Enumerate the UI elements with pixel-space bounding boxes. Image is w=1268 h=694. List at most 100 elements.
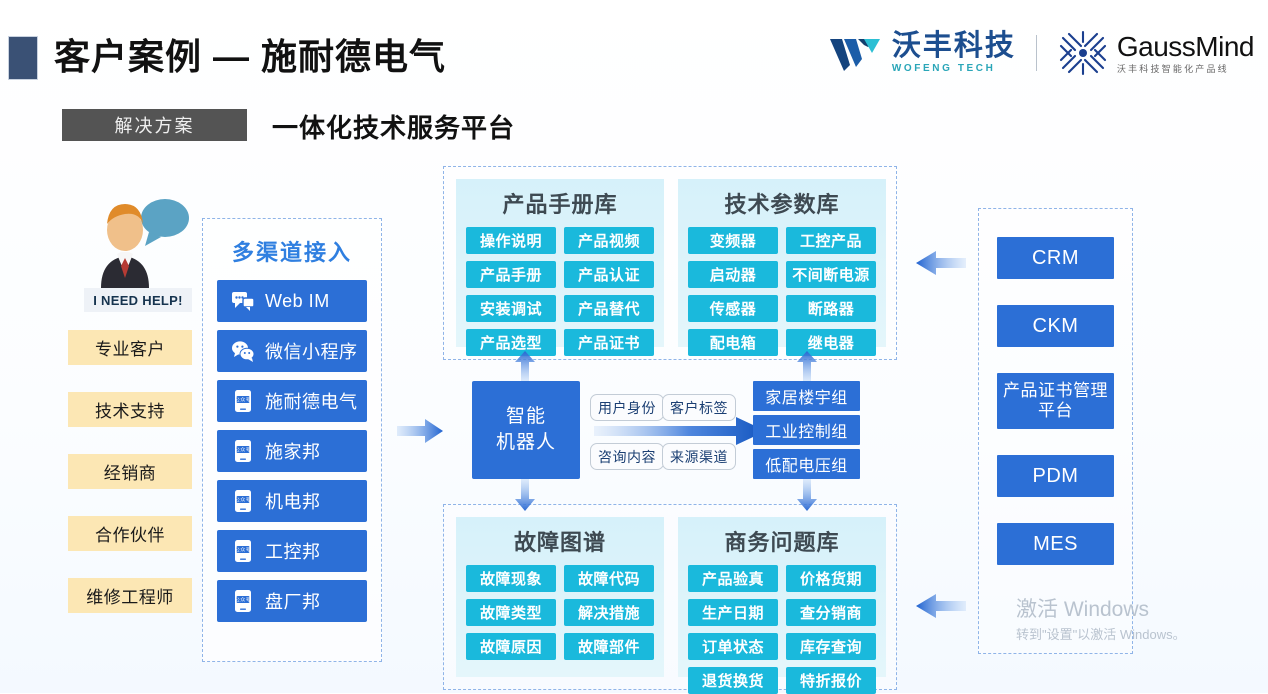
knowledge-chip[interactable]: 故障代码 (564, 565, 654, 592)
knowledge-chip[interactable]: 产品替代 (564, 295, 654, 322)
knowledge-zone-bottom: 故障图谱 故障现象 故障代码 故障类型 解决措施 故障原因 故障部件 商务问题库… (443, 504, 897, 694)
knowledge-chip[interactable]: 启动器 (688, 261, 778, 288)
arrow-systems-to-bottom-knowledge (916, 594, 966, 618)
svg-text:公众号: 公众号 (235, 498, 252, 504)
title-marker (8, 36, 38, 80)
backend-systems-panel: CRM CKM 产品证书管理平台 PDM MES (978, 208, 1133, 654)
wofeng-logo-cn: 沃丰科技 (891, 30, 1016, 62)
gaussmind-logo-cn: 沃丰科技智能化产品线 (1116, 63, 1229, 74)
channel-item-gongkongbang[interactable]: 公众号 工控邦 (217, 530, 367, 572)
channel-item-label: 施家邦 (265, 442, 321, 462)
knowledge-card-title: 商务问题库 (724, 530, 840, 555)
persona-item[interactable]: 经销商 (68, 454, 192, 489)
channel-item-schneider[interactable]: 公众号 施耐德电气 (217, 380, 367, 422)
solution-title: 一体化技术服务平台 (272, 113, 516, 143)
system-item-cert-platform[interactable]: 产品证书管理平台 (997, 373, 1114, 429)
agent-group-item[interactable]: 工业控制组 (753, 415, 860, 445)
channel-panel-title: 多渠道接入 (231, 240, 352, 265)
knowledge-chip[interactable]: 故障类型 (466, 599, 556, 626)
persona-item[interactable]: 维修工程师 (68, 578, 192, 613)
help-person-icon (101, 199, 189, 288)
channel-item-jidianbang[interactable]: 公众号 机电邦 (217, 480, 367, 522)
context-tag[interactable]: 用户身份 (590, 394, 664, 421)
robot-label-line1: 智能 (505, 406, 546, 428)
knowledge-chip[interactable]: 断路器 (786, 295, 876, 322)
wofeng-w-mark (829, 39, 880, 71)
persona-item[interactable]: 专业客户 (68, 330, 192, 365)
channel-item-panchangbang[interactable]: 公众号 盘厂邦 (217, 580, 367, 622)
gaussmind-logo: GaussMind 沃丰科技智能化产品线 (1057, 28, 1255, 78)
system-item-ckm[interactable]: CKM (997, 305, 1114, 347)
knowledge-chip[interactable]: 继电器 (786, 329, 876, 356)
logo-area: 沃丰科技 WOFENG TECH GaussMind 沃丰 (828, 28, 1255, 78)
need-help-caption: I NEED HELP! (84, 288, 192, 312)
agent-group-item[interactable]: 家居楼宇组 (753, 381, 860, 411)
context-tag[interactable]: 客户标签 (662, 394, 736, 421)
gaussmind-brain-icon (1059, 30, 1106, 76)
knowledge-chip[interactable]: 产品证书 (564, 329, 654, 356)
system-item-mes[interactable]: MES (997, 523, 1114, 565)
system-item-crm[interactable]: CRM (997, 237, 1114, 279)
routing-flow-arrow (594, 417, 766, 445)
channel-item-label: 工控邦 (265, 542, 321, 562)
knowledge-card-title: 技术参数库 (724, 192, 840, 217)
knowledge-zone-top: 产品手册库 操作说明 产品视频 产品手册 产品认证 安装调试 产品替代 产品选型… (443, 166, 897, 360)
knowledge-chip[interactable]: 产品认证 (564, 261, 654, 288)
knowledge-chip[interactable]: 产品选型 (466, 329, 556, 356)
knowledge-chip[interactable]: 库存查询 (786, 633, 876, 660)
knowledge-chip[interactable]: 故障原因 (466, 633, 556, 660)
knowledge-chip[interactable]: 变频器 (688, 227, 778, 254)
knowledge-chip[interactable]: 生产日期 (688, 599, 778, 626)
knowledge-card-fault-graph: 故障图谱 故障现象 故障代码 故障类型 解决措施 故障原因 故障部件 (456, 517, 664, 677)
context-tag[interactable]: 咨询内容 (590, 443, 664, 470)
page-title: 客户案例 — 施耐德电气 (54, 36, 447, 77)
knowledge-chip[interactable]: 不间断电源 (786, 261, 876, 288)
agent-group-item[interactable]: 低配电压组 (753, 449, 860, 479)
channel-item-label: 机电邦 (265, 492, 321, 512)
official-account-icon: 公众号 (235, 490, 252, 512)
knowledge-chip[interactable]: 价格货期 (786, 565, 876, 592)
persona-item[interactable]: 合作伙伴 (68, 516, 192, 551)
knowledge-card-title: 故障图谱 (513, 530, 606, 555)
knowledge-chip[interactable]: 产品验真 (688, 565, 778, 592)
knowledge-chip[interactable]: 故障现象 (466, 565, 556, 592)
intelligent-robot-box[interactable]: 智能 机器人 (472, 381, 580, 479)
channel-item-wechat-miniprogram[interactable]: 微信小程序 (217, 330, 367, 372)
arrow-robot-up (515, 351, 535, 382)
knowledge-chip[interactable]: 操作说明 (466, 227, 556, 254)
channel-item-shijiabang[interactable]: 公众号 施家邦 (217, 430, 367, 472)
svg-text:公众号: 公众号 (235, 598, 252, 604)
persona-list: 专业客户 技术支持 经销商 合作伙伴 维修工程师 (68, 330, 192, 613)
context-tag[interactable]: 来源渠道 (662, 443, 736, 470)
knowledge-card-title: 产品手册库 (502, 192, 618, 217)
knowledge-chip[interactable]: 工控产品 (786, 227, 876, 254)
arrow-channels-to-robot (397, 419, 443, 443)
persona-item[interactable]: 技术支持 (68, 392, 192, 427)
knowledge-chip[interactable]: 故障部件 (564, 633, 654, 660)
knowledge-chip[interactable]: 传感器 (688, 295, 778, 322)
knowledge-chip[interactable]: 产品视频 (564, 227, 654, 254)
logo-divider (1035, 35, 1037, 71)
knowledge-chip[interactable]: 产品手册 (466, 261, 556, 288)
svg-text:公众号: 公众号 (235, 398, 252, 404)
wofeng-logo-en: WOFENG TECH (891, 63, 996, 74)
channel-item-webim[interactable]: Web IM (217, 280, 367, 322)
knowledge-chip[interactable]: 解决措施 (564, 599, 654, 626)
knowledge-chip[interactable]: 退货换货 (688, 667, 778, 694)
channel-list: Web IM 微信小程序 公众号 (217, 280, 367, 622)
svg-text:公众号: 公众号 (235, 448, 252, 454)
knowledge-chip[interactable]: 配电箱 (688, 329, 778, 356)
knowledge-chip[interactable]: 查分销商 (786, 599, 876, 626)
arrow-groups-down (797, 479, 817, 511)
chat-bubbles-icon (232, 292, 255, 311)
arrow-systems-to-top-knowledge (916, 251, 966, 275)
knowledge-chip[interactable]: 特折报价 (786, 667, 876, 694)
persona-avatar-block: I NEED HELP! (78, 196, 198, 312)
system-item-pdm[interactable]: PDM (997, 455, 1114, 497)
knowledge-chip[interactable]: 订单状态 (688, 633, 778, 660)
knowledge-chip[interactable]: 安装调试 (466, 295, 556, 322)
channel-item-label: 盘厂邦 (265, 592, 321, 612)
robot-label-line2: 机器人 (495, 432, 556, 453)
official-account-icon: 公众号 (235, 590, 252, 612)
